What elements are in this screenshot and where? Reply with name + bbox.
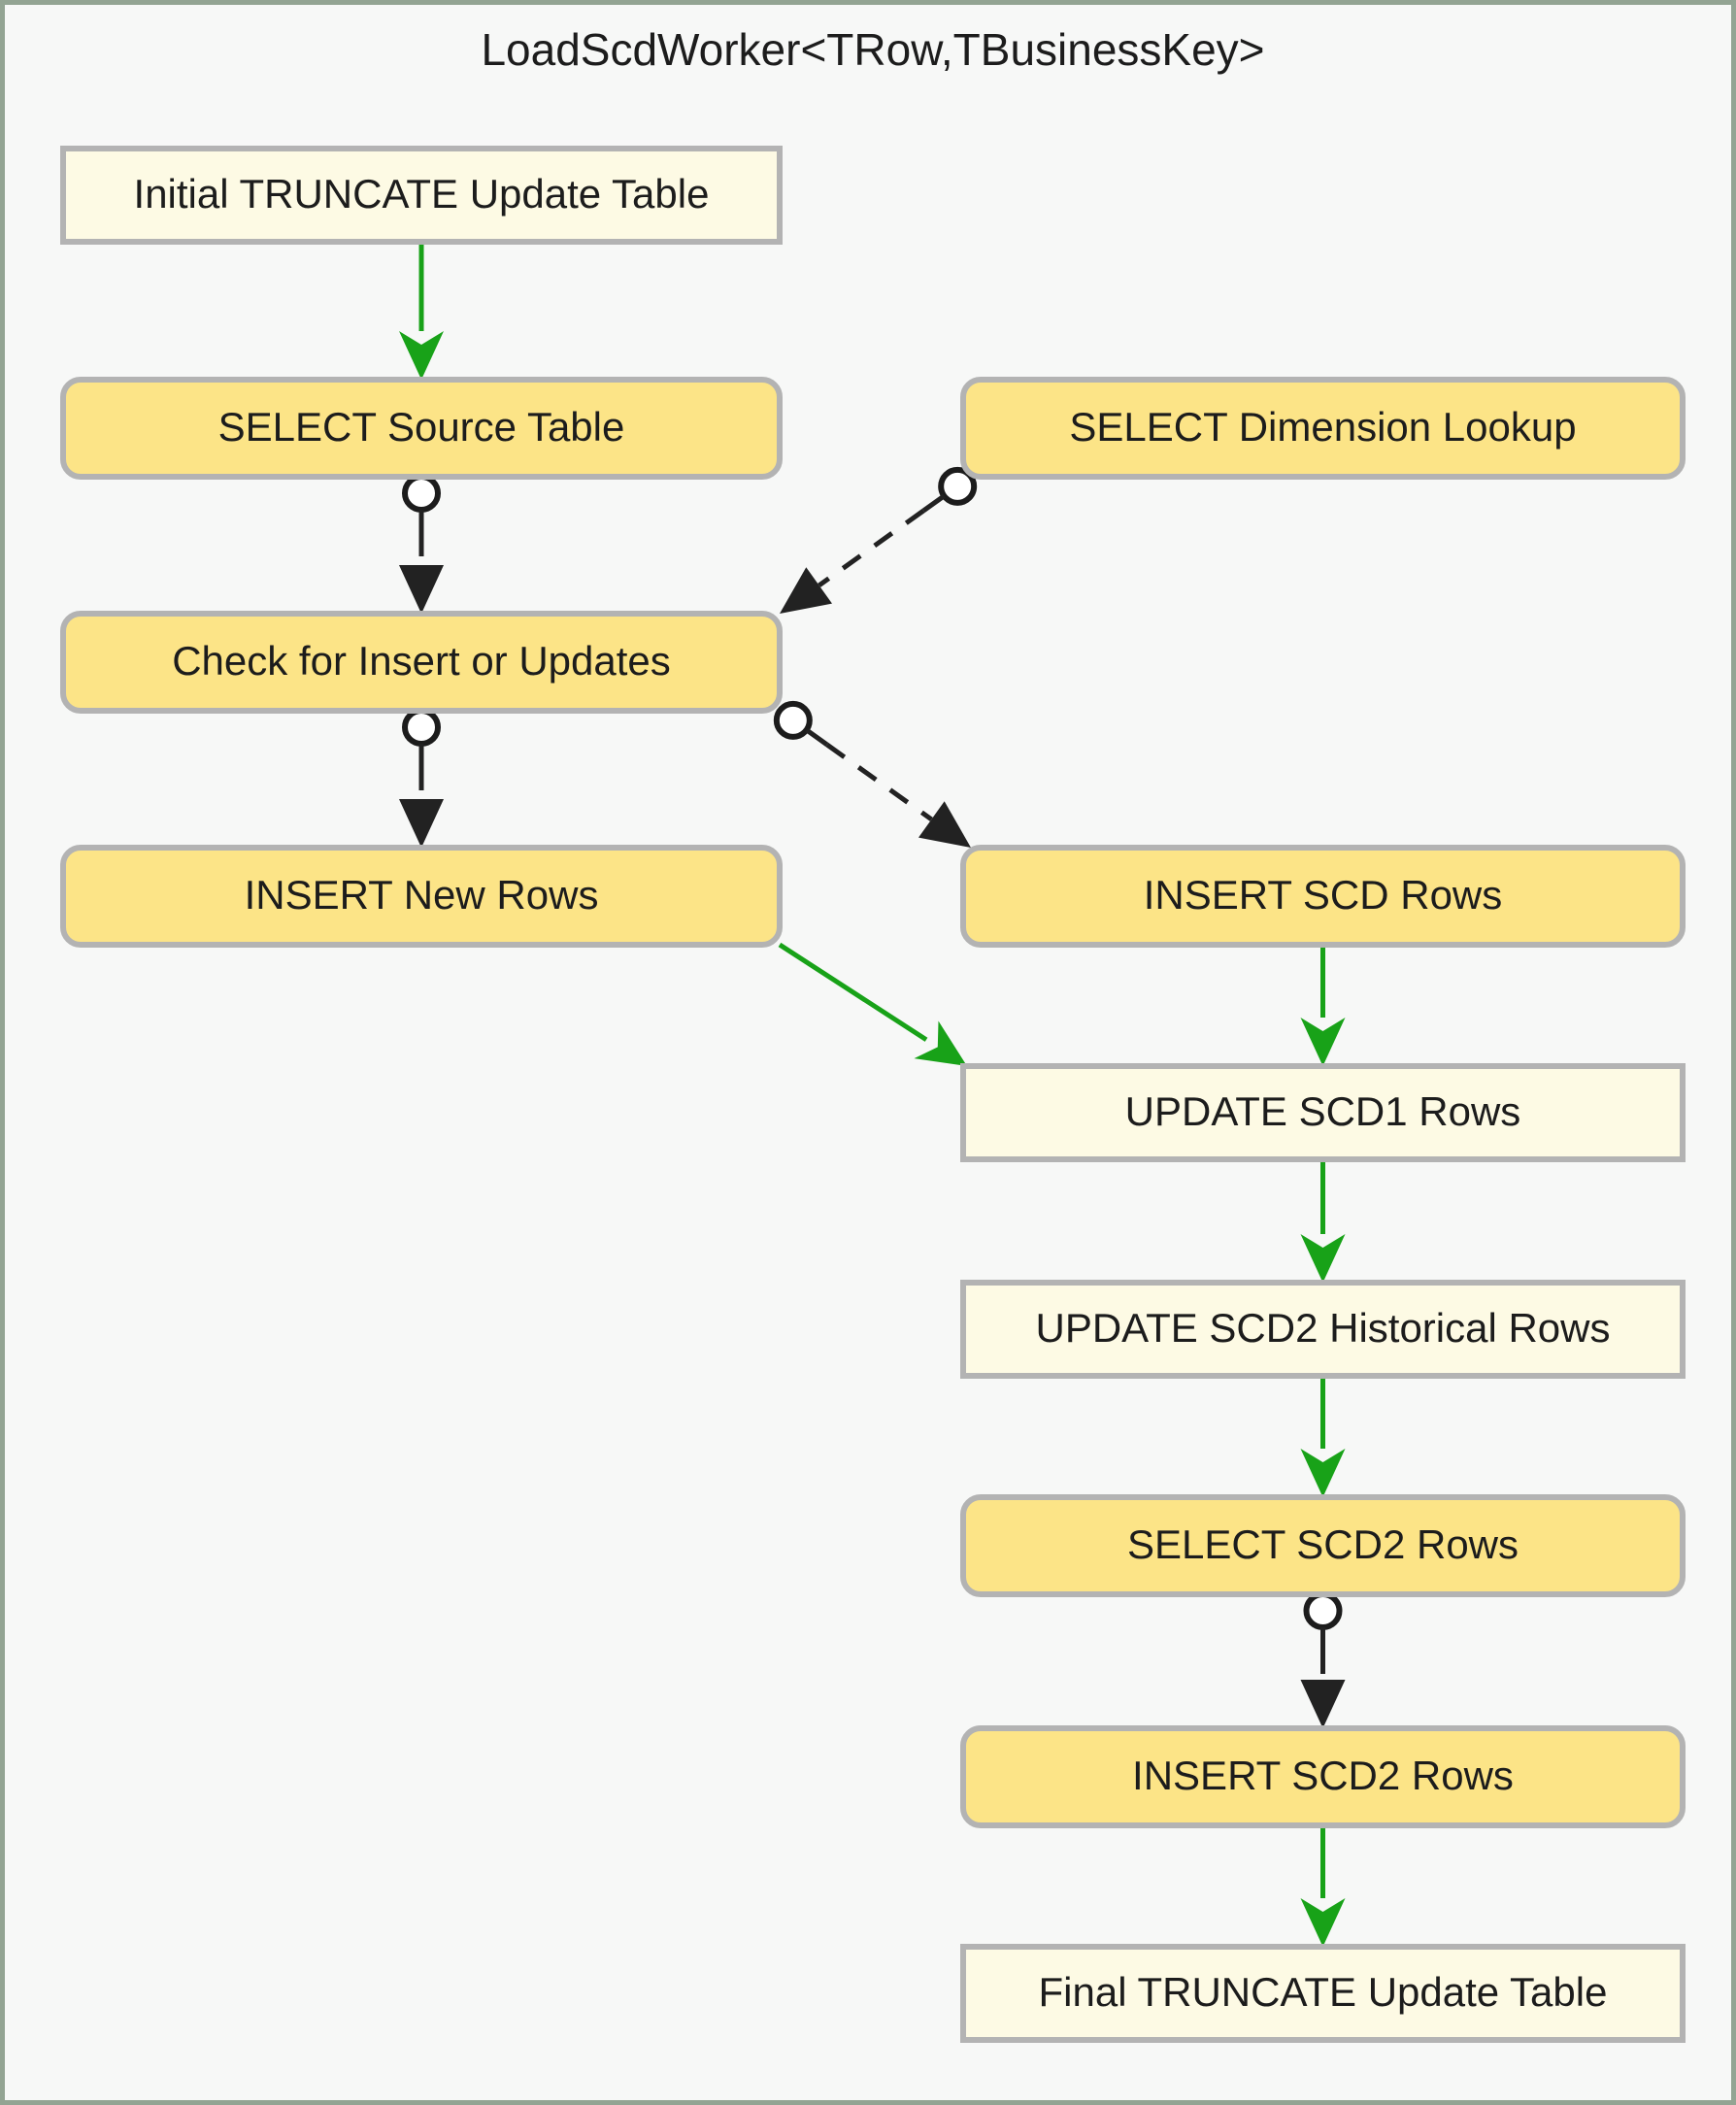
node-label: INSERT New Rows bbox=[245, 872, 599, 918]
node-initial_truncate[interactable]: Initial TRUNCATE Update Table bbox=[60, 146, 783, 245]
node-box bbox=[960, 1944, 1686, 2043]
edge-source-circle-icon bbox=[402, 474, 441, 513]
node-label: Initial TRUNCATE Update Table bbox=[134, 171, 710, 217]
edge-arrowhead-icon bbox=[1300, 1234, 1346, 1283]
node-check_insert[interactable]: Check for Insert or Updates bbox=[60, 611, 783, 714]
edge-check_insert-to-insert_new bbox=[399, 708, 444, 848]
node-select_dimension[interactable]: SELECT Dimension Lookup bbox=[960, 377, 1686, 480]
node-select_source[interactable]: SELECT Source Table bbox=[60, 377, 783, 480]
edge-stub bbox=[921, 493, 946, 513]
node-label: UPDATE SCD1 Rows bbox=[1125, 1088, 1521, 1134]
edge-select_source-to-check_insert bbox=[399, 474, 444, 614]
edge-check_insert-to-insert_scd bbox=[773, 700, 971, 848]
node-label: INSERT SCD2 Rows bbox=[1132, 1753, 1514, 1798]
node-insert_new[interactable]: INSERT New Rows bbox=[60, 845, 783, 948]
edge-source-circle-icon bbox=[1303, 1591, 1343, 1630]
edge-line bbox=[818, 508, 925, 587]
node-label: SELECT Source Table bbox=[218, 404, 625, 450]
node-box bbox=[60, 377, 783, 480]
edge-arrowhead-icon bbox=[1300, 1018, 1346, 1066]
edge-arrowhead-icon bbox=[1300, 1898, 1346, 1947]
node-box bbox=[960, 1725, 1686, 1828]
edge-arrowhead-icon bbox=[399, 799, 444, 848]
edge-arrowhead-icon bbox=[918, 801, 971, 848]
node-box bbox=[60, 146, 783, 245]
edge-line bbox=[778, 942, 928, 1042]
edge-source-circle-icon bbox=[773, 700, 813, 740]
node-box bbox=[60, 611, 783, 714]
edge-select_scd2-to-insert_scd2 bbox=[1300, 1591, 1346, 1728]
edge-stub bbox=[805, 727, 829, 747]
node-box bbox=[960, 1494, 1686, 1597]
edge-arrowhead-icon bbox=[399, 565, 444, 614]
edge-insert_scd-to-update_scd1 bbox=[1300, 945, 1346, 1066]
node-insert_scd2[interactable]: INSERT SCD2 Rows bbox=[960, 1725, 1686, 1828]
activity-diagram-canvas: LoadScdWorker<TRow,TBusinessKey> Initial… bbox=[60, 24, 1686, 2043]
node-label: SELECT SCD2 Rows bbox=[1127, 1521, 1519, 1567]
node-box bbox=[60, 845, 783, 948]
node-label: Check for Insert or Updates bbox=[172, 638, 671, 684]
node-update_scd2_hist[interactable]: UPDATE SCD2 Historical Rows bbox=[960, 1280, 1686, 1379]
node-box bbox=[960, 845, 1686, 948]
edge-line bbox=[825, 742, 933, 821]
node-box bbox=[960, 1063, 1686, 1162]
edge-arrowhead-icon bbox=[914, 1020, 967, 1066]
edge-initial_truncate-to-select_source bbox=[399, 242, 444, 380]
edge-insert_new-to-update_scd1 bbox=[778, 942, 967, 1066]
edge-arrowhead-icon bbox=[780, 567, 832, 614]
edge-arrowhead-icon bbox=[399, 331, 444, 380]
node-label: UPDATE SCD2 Historical Rows bbox=[1036, 1305, 1611, 1351]
edge-update_scd1-to-update_scd2_hist bbox=[1300, 1159, 1346, 1283]
node-box bbox=[960, 1280, 1686, 1379]
node-label: SELECT Dimension Lookup bbox=[1069, 404, 1576, 450]
node-final_truncate[interactable]: Final TRUNCATE Update Table bbox=[960, 1944, 1686, 2043]
edges-layer bbox=[399, 242, 1346, 1947]
edge-insert_scd2-to-final_truncate bbox=[1300, 1825, 1346, 1947]
node-insert_scd[interactable]: INSERT SCD Rows bbox=[960, 845, 1686, 948]
node-box bbox=[960, 377, 1686, 480]
edge-source-circle-icon bbox=[938, 466, 978, 506]
node-label: Final TRUNCATE Update Table bbox=[1039, 1969, 1608, 2015]
edge-source-circle-icon bbox=[402, 708, 441, 747]
edge-arrowhead-icon bbox=[1300, 1449, 1346, 1497]
edge-arrowhead-icon bbox=[1300, 1680, 1346, 1728]
edge-select_dimension-to-check_insert bbox=[780, 466, 978, 614]
node-label: INSERT SCD Rows bbox=[1144, 872, 1503, 918]
edge-update_scd2_hist-to-select_scd2 bbox=[1300, 1376, 1346, 1497]
node-select_scd2[interactable]: SELECT SCD2 Rows bbox=[960, 1494, 1686, 1597]
node-update_scd1[interactable]: UPDATE SCD1 Rows bbox=[960, 1063, 1686, 1162]
diagram-title: LoadScdWorker<TRow,TBusinessKey> bbox=[481, 24, 1264, 75]
